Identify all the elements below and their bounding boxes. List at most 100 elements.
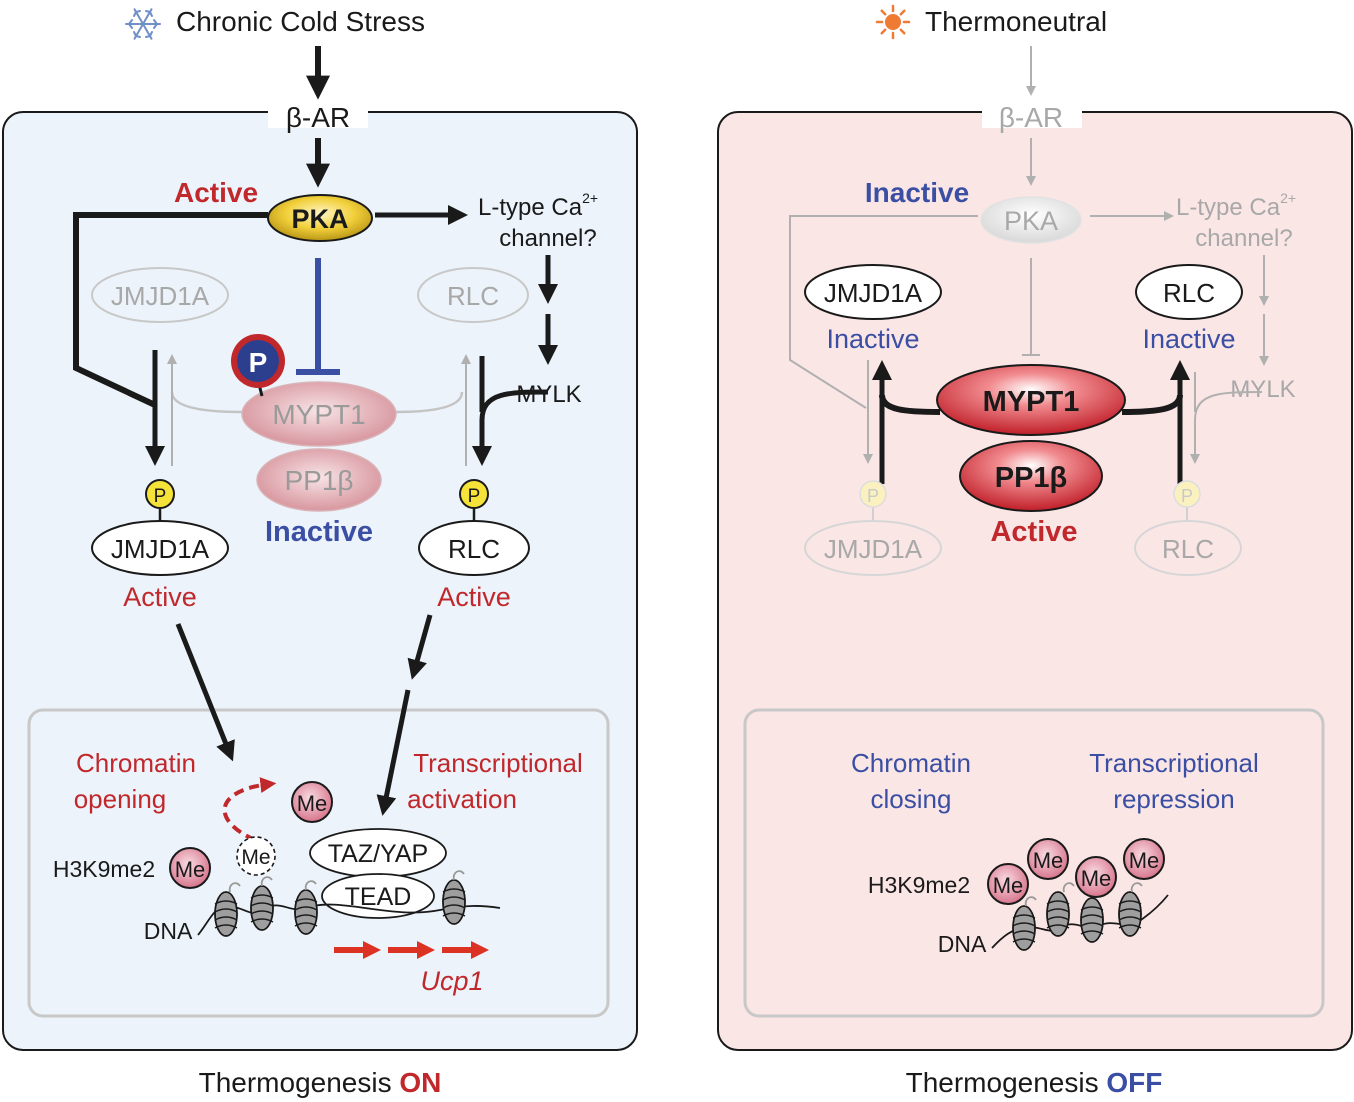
- right-channel-line2: channel?: [1195, 225, 1292, 252]
- right-jmjd1a-top-state: Inactive: [826, 324, 919, 354]
- right-dna-label: DNA: [938, 931, 987, 957]
- right-beta-ar-label-bg: [982, 100, 1082, 128]
- arrow-mylk-to-rlc: [472, 389, 549, 466]
- rlc-phospho-badge: [459, 479, 489, 509]
- right-channel-line1: L-type Ca2+: [1176, 190, 1296, 221]
- right-mylk-to-rlc-arrow: [1190, 391, 1263, 464]
- left-pp1b-label: PP1β: [284, 465, 353, 496]
- right-jmjd1a-bottom-node: [804, 520, 942, 576]
- pka-to-jmjd1a-connector: [73, 212, 268, 408]
- left-methyl-badge: [169, 847, 211, 889]
- right-rlc-bottom-label: RLC: [1162, 534, 1214, 564]
- right-histone-tail-3: [1130, 882, 1143, 893]
- snowflake-icon: [125, 8, 161, 40]
- right-h3k9me2-label: H3K9me2: [868, 872, 970, 898]
- gene-label: Ucp1: [420, 966, 483, 996]
- right-mypt1-right-connector: [1121, 394, 1183, 415]
- mypt1-right-connector: [395, 391, 464, 414]
- right-footer: Thermogenesis OFF: [906, 1067, 1163, 1098]
- jmjd1a-phospho-label: P: [154, 486, 167, 507]
- left-header-title: Chronic Cold Stress: [176, 6, 425, 37]
- left-chromatin-line1: Chromatin: [76, 748, 196, 778]
- right-methyl-badge-3: [1075, 856, 1117, 898]
- left-nucleus-frame: [27, 708, 610, 1018]
- demethylation-arrow: [222, 777, 277, 842]
- right-rlc-bottom-node: [1134, 520, 1242, 576]
- left-panel: Chronic Cold Stress β-AR Active PKA L-ty…: [2, 6, 638, 1098]
- left-jmjd1a-active-node: [91, 520, 229, 576]
- left-jmjd1a-bottom-label: JMJD1A: [111, 534, 210, 564]
- sun-icon: [875, 4, 911, 40]
- tead-node: [321, 873, 435, 919]
- left-jmjd1a-state: Active: [123, 582, 197, 612]
- left-dna-label: DNA: [144, 918, 193, 944]
- right-methyl-label-1: Me: [993, 873, 1024, 898]
- right-pka-label: PKA: [1004, 206, 1058, 236]
- right-beta-ar-label: β-AR: [999, 102, 1063, 133]
- right-pp1b-label: PP1β: [995, 462, 1068, 494]
- left-beta-ar-label: β-AR: [286, 102, 350, 133]
- mypt1-phospho-badge: [237, 340, 279, 382]
- mypt1-phospho-label: P: [249, 347, 268, 378]
- right-jmjd1a-top-node: [804, 264, 942, 320]
- left-rlc-state: Active: [437, 582, 511, 612]
- left-mypt1-node: [241, 381, 397, 447]
- left-jmjd1a-top-label: JMJD1A: [111, 281, 210, 311]
- removed-methyl-label: Me: [241, 846, 270, 869]
- histone-tail-2: [260, 876, 273, 887]
- left-nucleosome-2: [250, 885, 274, 931]
- right-methyl-badge-1: [987, 863, 1029, 905]
- right-pka-state: Inactive: [865, 177, 969, 208]
- right-mypt1-node: [936, 364, 1126, 436]
- right-methyl-label-4: Me: [1129, 848, 1160, 873]
- left-rlc-top-label: RLC: [447, 281, 499, 311]
- right-nucleosome-4: [1118, 891, 1142, 937]
- left-transcription-line1: Transcriptional: [413, 748, 583, 778]
- left-nucleosome-1: [214, 891, 238, 937]
- right-rlc-top-state: Inactive: [1142, 324, 1235, 354]
- right-methyl-label-2: Me: [1033, 848, 1064, 873]
- jmjd1a-phospho-badge: [145, 479, 175, 509]
- right-chromatin-line1: Chromatin: [851, 748, 971, 778]
- right-nucleus-frame: [743, 708, 1325, 1018]
- right-mylk-label: MYLK: [1230, 376, 1295, 403]
- right-transcription-line1: Transcriptional: [1089, 748, 1259, 778]
- right-pp1b-node: [959, 440, 1103, 512]
- right-panel-frame: [717, 111, 1353, 1051]
- left-rlc-bottom-label: RLC: [448, 534, 500, 564]
- right-rlc-top-node: [1135, 264, 1243, 320]
- left-methyl-label: Me: [175, 857, 206, 882]
- right-methyl-badge-2: [1027, 838, 1069, 880]
- right-jmjd1a-bottom-label: JMJD1A: [824, 534, 923, 564]
- right-panel: Thermoneutral β-AR Inactive PKA L-type C…: [717, 4, 1353, 1098]
- histone-tail-3: [304, 880, 317, 891]
- right-pka-connector: [789, 215, 978, 409]
- released-methyl-label: Me: [297, 791, 328, 816]
- left-panel-frame: [2, 111, 638, 1051]
- left-channel-line1: L-type Ca2+: [478, 190, 598, 221]
- left-mypt1-label: MYPT1: [272, 399, 365, 430]
- removed-methyl-badge: [236, 836, 276, 876]
- left-chromatin-line2: opening: [74, 784, 167, 814]
- left-h3k9me2-label: H3K9me2: [53, 856, 155, 882]
- left-nucleosome-3: [294, 889, 318, 935]
- rlc-phospho-label: P: [468, 486, 481, 507]
- left-pka-state: Active: [174, 177, 258, 208]
- left-jmjd1a-top-node: [91, 267, 229, 323]
- left-phosphatase-state: Inactive: [265, 516, 373, 548]
- right-rlc-phospho-label: P: [1181, 486, 1193, 506]
- released-methyl-badge: [291, 781, 333, 823]
- left-pp1b-node: [256, 448, 382, 512]
- right-transcription-line2: repression: [1113, 784, 1234, 814]
- right-phosphatase-state: Active: [990, 516, 1077, 548]
- right-pka-node: [980, 196, 1082, 244]
- right-histone-tail-2: [1062, 882, 1075, 893]
- arrow-rlc-to-nucleus-1: [407, 614, 433, 680]
- beta-ar-label-bg: [268, 100, 368, 128]
- right-histone-tail-1: [1024, 896, 1037, 907]
- right-rlc-phospho-badge: [1173, 480, 1201, 508]
- right-chromatin-line2: closing: [871, 784, 952, 814]
- right-nucleosome-1: [1012, 905, 1036, 951]
- left-footer: Thermogenesis ON: [199, 1067, 442, 1098]
